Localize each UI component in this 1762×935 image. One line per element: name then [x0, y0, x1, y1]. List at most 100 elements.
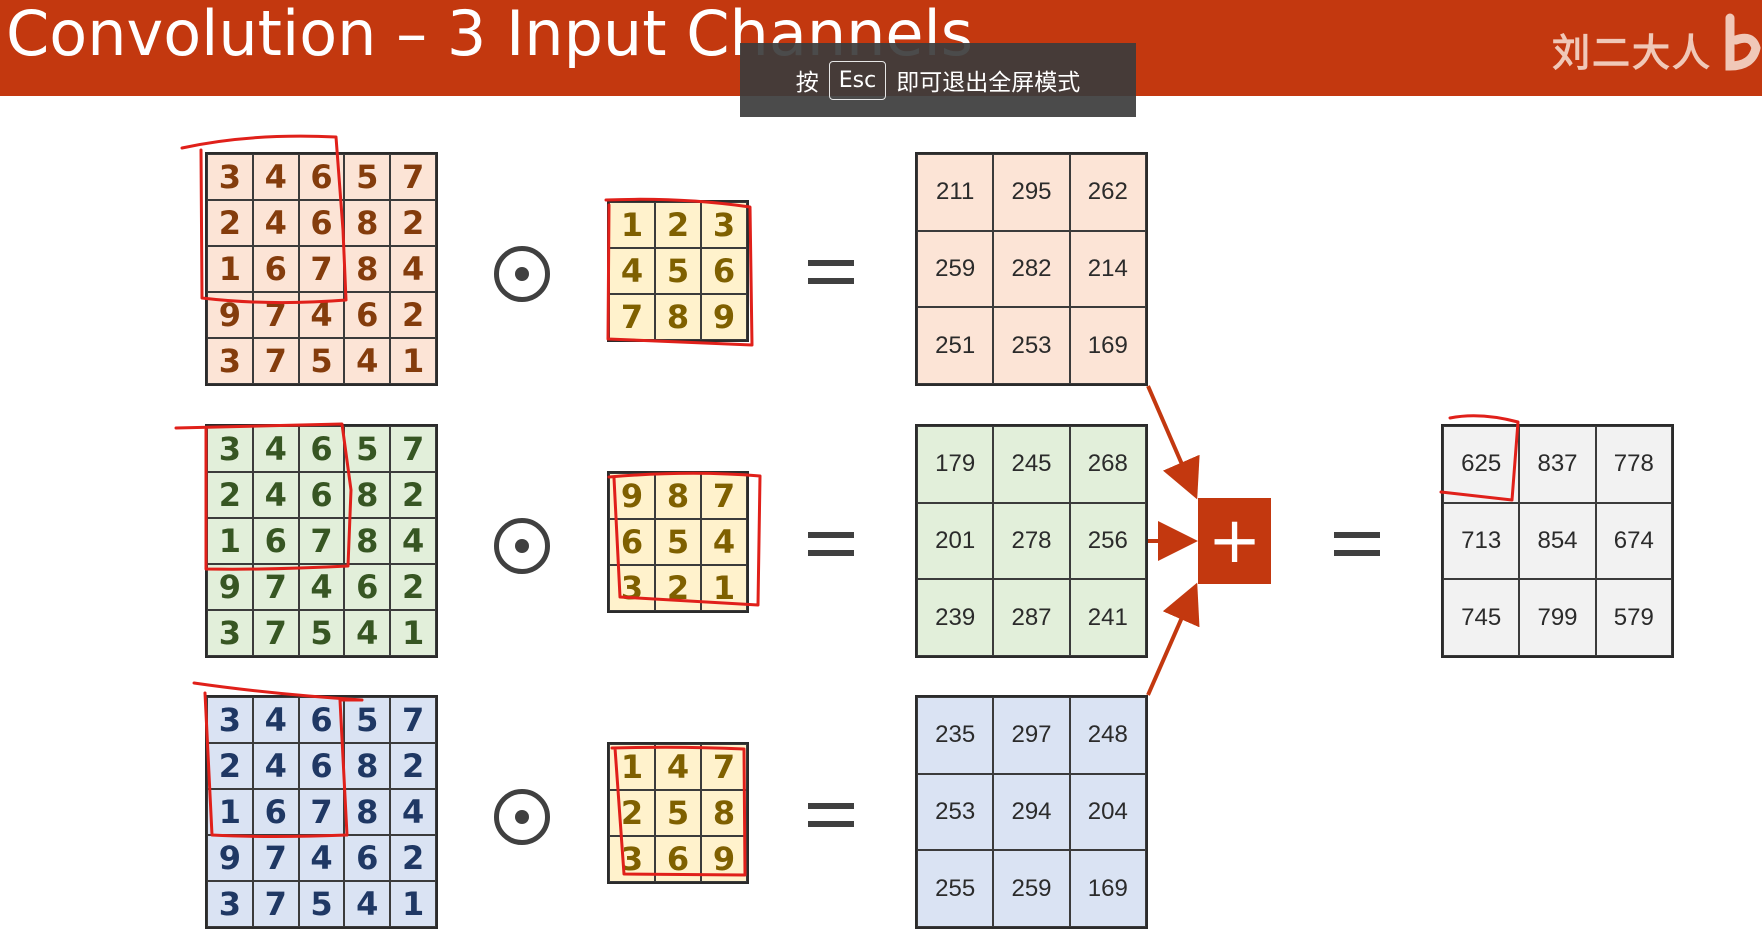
- matrix-cell: 6: [344, 564, 391, 610]
- matrix-cell: 241: [1069, 579, 1146, 656]
- matrix-cell: 4: [252, 154, 299, 200]
- matrix-cell: 7: [701, 473, 747, 519]
- matrix-cell: 6: [298, 154, 345, 200]
- matrix-cell: 7: [390, 154, 436, 200]
- matrix-cell: 6: [701, 248, 747, 294]
- matrix-cell: 204: [1069, 773, 1146, 851]
- matrix-cell: 278: [993, 502, 1070, 580]
- matrix-cell: 4: [344, 610, 391, 656]
- fullscreen-exit-hint: 按 Esc 即可退出全屏模式: [740, 43, 1136, 117]
- matrix-cell: 5: [655, 519, 701, 565]
- matrix-cell: 3: [609, 836, 655, 882]
- matrix-cell: 799: [1519, 579, 1596, 656]
- matrix-cell: 6: [298, 200, 345, 246]
- matrix-cell: 8: [344, 246, 391, 292]
- matrix-cell: 5: [344, 426, 391, 472]
- matrix-cell: 1: [207, 518, 253, 564]
- matrix-cell: 4: [252, 200, 299, 246]
- matrix-cell: 3: [701, 202, 747, 248]
- equals-icon: [1334, 532, 1380, 556]
- matrix-cell: 1: [390, 881, 436, 927]
- matrix-cell: 5: [298, 338, 345, 384]
- matrix-cell: 9: [609, 473, 655, 519]
- matrix-cell: 214: [1069, 230, 1146, 308]
- matrix-cell: 5: [655, 790, 701, 836]
- matrix-cell: 3: [207, 338, 253, 384]
- matrix-cell: 625: [1443, 426, 1520, 503]
- matrix-cell: 3: [207, 426, 253, 472]
- equals-icon: [808, 532, 854, 556]
- matrix-cell: 837: [1519, 426, 1596, 503]
- matrix-cell: 6: [298, 472, 345, 518]
- matrix-cell: 6: [655, 836, 701, 882]
- matrix-cell: 2: [207, 472, 253, 518]
- matrix-cell: 169: [1069, 307, 1146, 384]
- matrix-cell: 4: [344, 881, 391, 927]
- equals-icon: [808, 803, 854, 827]
- matrix-cell: 2: [207, 743, 253, 789]
- equals-icon: [808, 260, 854, 284]
- matrix-cell: 4: [252, 743, 299, 789]
- matrix-cell: 6: [298, 743, 345, 789]
- matrix-cell: 287: [993, 579, 1070, 656]
- matrix-cell: 4: [390, 518, 436, 564]
- matrix-cell: 201: [917, 502, 994, 580]
- matrix-cell: 5: [298, 881, 345, 927]
- matrix-cell: 7: [390, 697, 436, 743]
- matrix-cell: 9: [701, 294, 747, 340]
- matrix-cell: 4: [344, 338, 391, 384]
- matrix-cell: 253: [917, 773, 994, 851]
- matrix-cell: 3: [609, 565, 655, 611]
- matrix-cell: 268: [1069, 426, 1146, 503]
- watermark-text: 刘二大人: [1552, 31, 1713, 75]
- sum-plus-icon: +: [1198, 498, 1271, 584]
- matrix-cell: 2: [390, 835, 436, 881]
- matrix-cell: 1: [609, 202, 655, 248]
- matrix-cell: 2: [390, 564, 436, 610]
- matrix-cell: 9: [701, 836, 747, 882]
- matrix-cell: 5: [298, 610, 345, 656]
- matrix-cell: 1: [207, 789, 253, 835]
- matrix-cell: 8: [655, 294, 701, 340]
- matrix-cell: 4: [609, 248, 655, 294]
- hadamard-operator-icon: [494, 518, 550, 574]
- matrix-cell: 6: [344, 292, 391, 338]
- matrix-cell: 8: [701, 790, 747, 836]
- matrix-cell: 7: [609, 294, 655, 340]
- hadamard-operator-icon: [494, 789, 550, 845]
- matrix-cell: 1: [390, 610, 436, 656]
- esc-key[interactable]: Esc: [828, 60, 887, 100]
- matrix-cell: 9: [207, 292, 253, 338]
- arrow-channel-3: [1146, 582, 1200, 696]
- matrix-cell: 1: [609, 744, 655, 790]
- matrix-cell: 1: [390, 338, 436, 384]
- matrix-cell: 674: [1595, 502, 1672, 580]
- matrix-cell: 2: [655, 202, 701, 248]
- matrix-cell: 579: [1595, 579, 1672, 656]
- matrix-cell: 4: [701, 519, 747, 565]
- matrix-cell: 1: [701, 565, 747, 611]
- matrix-cell: 255: [917, 850, 994, 927]
- matrix-cell: 5: [655, 248, 701, 294]
- matrix-cell: 4: [252, 697, 299, 743]
- matrix-cell: 4: [298, 564, 345, 610]
- matrix-cell: 245: [993, 426, 1070, 503]
- matrix-cell: 7: [252, 881, 299, 927]
- arrow-channel-1: [1146, 385, 1200, 500]
- matrix-cell: 2: [207, 200, 253, 246]
- matrix-cell: 9: [207, 564, 253, 610]
- matrix-cell: 6: [252, 518, 299, 564]
- matrix-cell: 6: [609, 519, 655, 565]
- matrix-cell: 4: [390, 246, 436, 292]
- matrix-cell: 8: [344, 743, 391, 789]
- matrix-cell: 2: [390, 472, 436, 518]
- matrix-cell: 6: [298, 426, 345, 472]
- matrix-cell: 3: [207, 697, 253, 743]
